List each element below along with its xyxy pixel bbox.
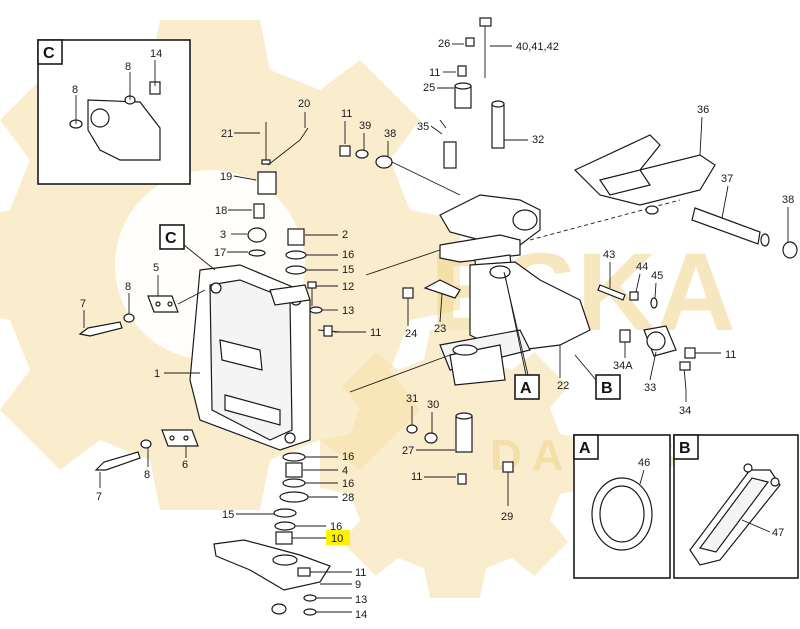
callout-label-l38b: 38	[782, 194, 794, 206]
callout-label-l39: 39	[359, 120, 371, 132]
callout-label-l19: 19	[220, 171, 232, 183]
callout-label-l30: 30	[427, 399, 439, 411]
bracket-upper: 5 8 7 1	[78, 262, 206, 380]
callout-label-l46: 46	[638, 457, 650, 469]
main-frame-assembly	[189, 264, 311, 451]
callout-label-l37: 37	[721, 173, 733, 185]
callout-label-inset_c_14: 14	[150, 48, 162, 60]
callout-label-l13a: 13	[342, 305, 354, 317]
right-assembly: 40,41,42 26 11 25 32 35 11 39 38	[339, 17, 681, 400]
callout-label-inset_c_8a: 8	[72, 84, 78, 96]
callout-label-l11f: 11	[411, 471, 422, 483]
callout-label-l45: 45	[651, 270, 663, 282]
callout-label-l24: 24	[405, 328, 417, 340]
callout-label-l8b: 8	[144, 469, 150, 481]
callout-label-l14: 14	[355, 609, 367, 621]
bracket-lower: 6 8 7	[94, 429, 199, 503]
callout-label-l27: 27	[402, 445, 414, 457]
tag-b_tag: B	[601, 380, 613, 397]
callout-label-l11a: 11	[370, 327, 381, 339]
tag-a_detail: A	[579, 440, 591, 457]
callout-label-l36: 36	[697, 104, 709, 116]
callout-label-l21: 21	[221, 128, 233, 140]
callout-label-l35: 35	[417, 121, 429, 133]
callout-label-l26: 26	[438, 38, 450, 50]
callout-label-l28: 28	[342, 492, 354, 504]
callout-label-l20: 20	[298, 98, 310, 110]
callout-label-l15b: 15	[222, 509, 234, 521]
callout-label-l34a: 34A	[613, 360, 633, 372]
callout-label-l7b: 7	[96, 491, 102, 503]
callout-label-l5: 5	[153, 262, 159, 274]
tag-b_detail: B	[679, 440, 691, 457]
callout-label-l23: 23	[434, 323, 446, 335]
bottom-stack: 16 4 16 28 15 16 10 11 9 13 14	[213, 451, 367, 621]
tag-c_frame_tag: C	[165, 230, 177, 247]
left-parts: 21 20 19 18 3 17 2 16 15 12 13 11	[214, 98, 381, 339]
callout-label-l32: 32	[532, 134, 544, 146]
callout-label-l33: 33	[644, 382, 656, 394]
right-mid-parts: 43 44 45 33 34A 11 34	[597, 249, 736, 417]
callout-label-l17: 17	[214, 247, 226, 259]
callout-label-l10: 10	[331, 533, 343, 545]
callout-label-l22: 22	[557, 380, 569, 392]
callout-label-l13b: 13	[355, 594, 367, 606]
callout-label-l11c: 11	[429, 67, 440, 79]
callout-label-l2: 2	[342, 229, 348, 241]
callout-label-l4041: 40,41,42	[516, 41, 559, 53]
callout-label-l44: 44	[636, 261, 648, 273]
callout-label-l47: 47	[772, 527, 784, 539]
callout-label-l29: 29	[501, 511, 513, 523]
callout-label-l18: 18	[215, 205, 227, 217]
inset-a-detail: A 46	[573, 434, 671, 579]
callout-label-l12: 12	[342, 281, 354, 293]
tag-a_tag: A	[520, 380, 532, 397]
callout-label-l11b: 11	[355, 567, 366, 579]
callout-label-l25: 25	[423, 82, 435, 94]
callout-label-l38a: 38	[384, 128, 396, 140]
callout-label-l43: 43	[603, 249, 615, 261]
highlight-part-10	[326, 530, 350, 545]
callout-label-l15a: 15	[342, 264, 354, 276]
callout-label-l3: 3	[220, 229, 226, 241]
callout-label-l16b: 16	[342, 451, 354, 463]
tag-c_detail: C	[43, 45, 55, 62]
callout-label-l7a: 7	[80, 298, 86, 310]
inset-b-detail: B 47	[673, 434, 799, 579]
callout-label-l31: 31	[406, 393, 418, 405]
callout-label-l1: 1	[154, 368, 160, 380]
lower-mid-parts: 31 30 27 11 29	[402, 393, 514, 523]
callout-label-l6: 6	[182, 459, 188, 471]
callout-label-l16c: 16	[342, 478, 354, 490]
callout-label-l8a: 8	[125, 281, 131, 293]
callout-label-l16a: 16	[342, 249, 354, 261]
callout-label-inset_c_8b: 8	[125, 61, 131, 73]
upper-arm: 36 37 38	[573, 104, 798, 259]
inset-c-detail: C 14 8 8	[37, 39, 191, 185]
callout-label-l4: 4	[342, 465, 348, 477]
callout-label-l9: 9	[355, 579, 361, 591]
callout-label-l11e: 11	[725, 349, 736, 361]
callout-label-l34: 34	[679, 405, 691, 417]
callout-label-l11d: 11	[341, 108, 352, 120]
